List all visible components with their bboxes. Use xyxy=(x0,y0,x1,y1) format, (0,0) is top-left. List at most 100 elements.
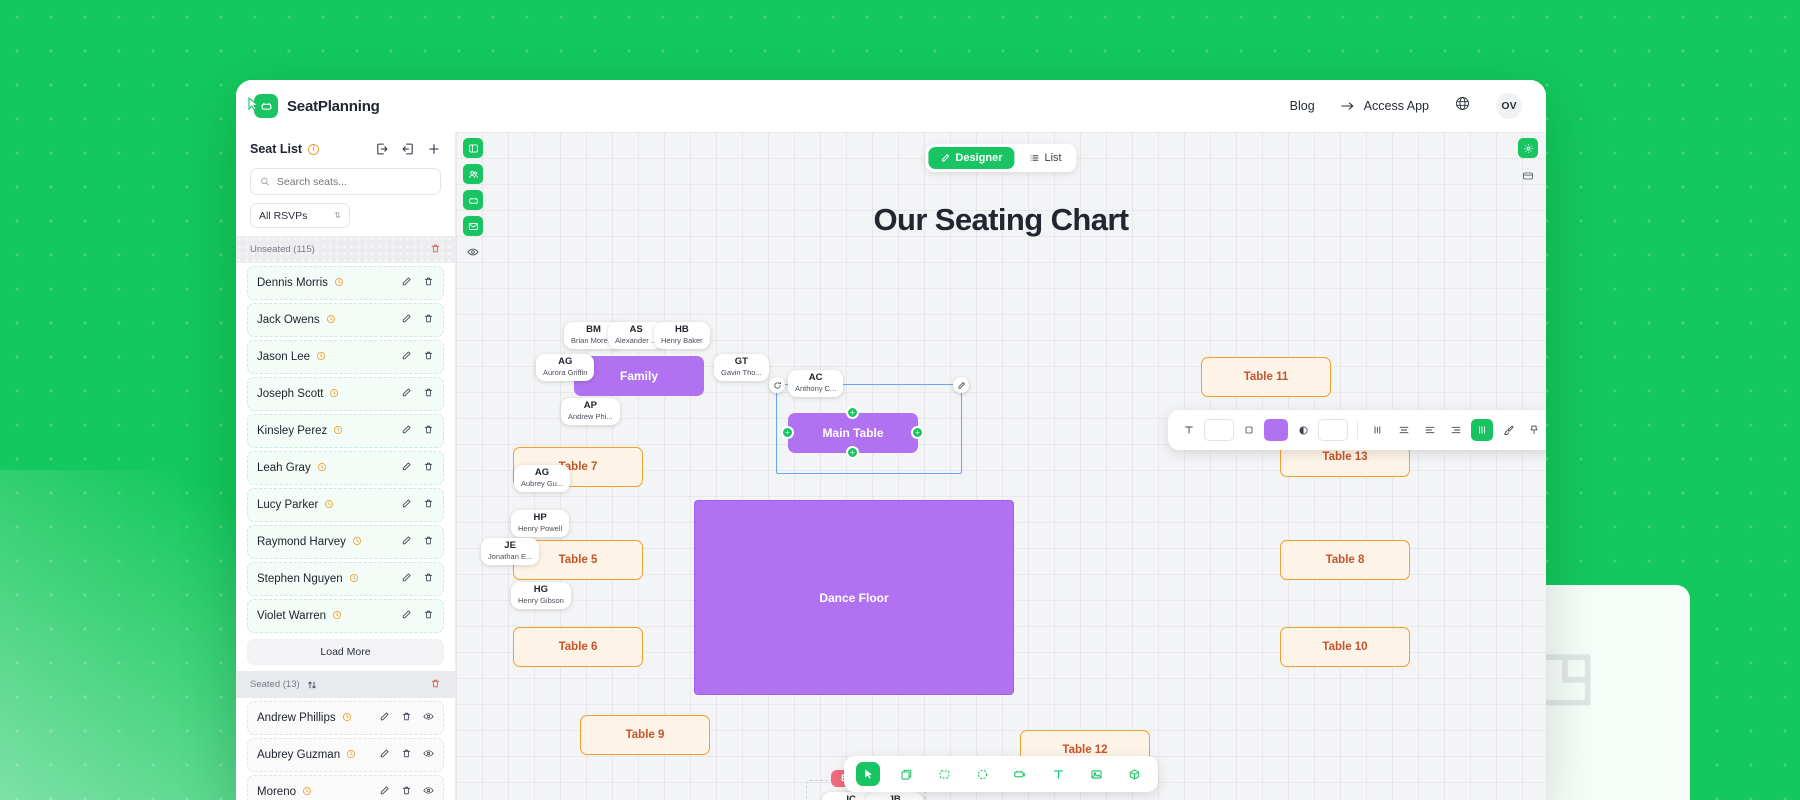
pencil-icon[interactable] xyxy=(401,607,412,625)
align-center-icon[interactable] xyxy=(1419,419,1441,441)
pencil-icon[interactable] xyxy=(401,422,412,440)
list-item[interactable]: Kinsley Perez xyxy=(247,414,444,448)
square-icon[interactable] xyxy=(1238,419,1260,441)
nav-blog-link[interactable]: Blog xyxy=(1289,99,1315,113)
export-icon[interactable] xyxy=(401,142,415,156)
edit-handle[interactable] xyxy=(953,377,969,393)
trash-icon[interactable] xyxy=(423,570,434,588)
image-icon[interactable] xyxy=(1084,762,1108,786)
canvas-table[interactable]: Table 8 xyxy=(1280,540,1410,580)
text-icon[interactable] xyxy=(1046,762,1070,786)
canvas-shape-dance-floor[interactable]: Dance Floor xyxy=(694,500,1014,695)
list-item[interactable]: Raymond Harvey xyxy=(247,525,444,559)
panel-toggle-icon[interactable] xyxy=(463,138,483,158)
tab-list[interactable]: List xyxy=(1017,147,1073,169)
pencil-icon[interactable] xyxy=(401,311,412,329)
sort-icon[interactable] xyxy=(307,680,317,690)
distribute-icon[interactable] xyxy=(1367,419,1389,441)
pencil-icon[interactable] xyxy=(401,385,412,403)
guest-chip[interactable]: AG Aubrey Gu... xyxy=(514,465,571,492)
avatar[interactable]: OV xyxy=(1496,93,1522,119)
canvas-table[interactable]: Table 9 xyxy=(580,715,710,755)
trash-icon[interactable] xyxy=(423,274,434,292)
list-item[interactable]: Jason Lee xyxy=(247,340,444,374)
list-item[interactable]: Violet Warren xyxy=(247,599,444,633)
guest-chip[interactable]: JB Justin Bryant xyxy=(866,792,924,800)
brand[interactable]: SeatPlanning xyxy=(248,94,380,118)
seats-icon[interactable] xyxy=(463,190,483,210)
trash-icon[interactable] xyxy=(430,243,441,257)
pencil-icon[interactable] xyxy=(379,709,390,727)
brush-icon[interactable] xyxy=(1497,419,1519,441)
opacity-value-field[interactable] xyxy=(1318,419,1348,441)
globe-icon[interactable] xyxy=(1455,96,1470,116)
list-item[interactable]: Leah Gray xyxy=(247,451,444,485)
text-format-icon[interactable] xyxy=(1178,419,1200,441)
pencil-icon[interactable] xyxy=(401,496,412,514)
opacity-icon[interactable] xyxy=(1292,419,1314,441)
import-icon[interactable] xyxy=(375,142,389,156)
seat-handle-top[interactable]: + xyxy=(846,406,859,419)
canvas-table[interactable]: Table 10 xyxy=(1280,627,1410,667)
guest-chip[interactable]: AG Aurora Griffin xyxy=(536,354,595,381)
list-item[interactable]: Moreno xyxy=(247,775,444,800)
rsvp-filter-select[interactable]: All RSVPs ⇅ xyxy=(250,203,350,228)
invitations-icon[interactable] xyxy=(463,216,483,236)
plus-icon[interactable] xyxy=(427,142,441,156)
settings-icon[interactable] xyxy=(1518,138,1538,158)
canvas-shape-family[interactable]: Family xyxy=(574,356,704,396)
guest-chip[interactable]: HP Henry Powell xyxy=(511,510,570,537)
trash-icon[interactable] xyxy=(423,459,434,477)
align-right-icon[interactable] xyxy=(1445,419,1467,441)
round-table-icon[interactable] xyxy=(970,762,994,786)
guests-icon[interactable] xyxy=(463,164,483,184)
eye-icon[interactable] xyxy=(423,709,434,727)
eye-icon[interactable] xyxy=(423,783,434,800)
trash-icon[interactable] xyxy=(423,496,434,514)
font-value-field[interactable] xyxy=(1204,419,1234,441)
guest-chip[interactable]: JE Jonathan E... xyxy=(481,538,540,565)
seat-handle-right[interactable]: + xyxy=(911,426,924,439)
selection-frame[interactable] xyxy=(776,384,962,474)
trash-icon[interactable] xyxy=(423,348,434,366)
seat-handle-left[interactable]: + xyxy=(781,426,794,439)
guest-chip[interactable]: GT Gavin Tho... xyxy=(714,354,769,381)
fill-color-swatch[interactable] xyxy=(1264,419,1288,441)
guest-chip[interactable]: AP Andrew Phi... xyxy=(561,398,620,425)
load-more-button[interactable]: Load More xyxy=(247,639,444,665)
trash-icon[interactable] xyxy=(401,709,412,727)
trash-icon[interactable] xyxy=(423,607,434,625)
trash-icon[interactable] xyxy=(423,422,434,440)
canvas-table[interactable]: Table 6 xyxy=(513,627,643,667)
trash-icon[interactable] xyxy=(401,746,412,764)
add-shape-icon[interactable] xyxy=(894,762,918,786)
pencil-icon[interactable] xyxy=(379,746,390,764)
pin-icon[interactable] xyxy=(1523,419,1545,441)
eye-icon[interactable] xyxy=(423,746,434,764)
pencil-icon[interactable] xyxy=(401,274,412,292)
nav-access-app[interactable]: Access App xyxy=(1341,99,1429,113)
tab-designer[interactable]: Designer xyxy=(928,147,1015,169)
trash-icon[interactable] xyxy=(401,783,412,800)
list-item[interactable]: Joseph Scott xyxy=(247,377,444,411)
trash-icon[interactable] xyxy=(423,533,434,551)
pencil-icon[interactable] xyxy=(401,459,412,477)
object-icon[interactable] xyxy=(1122,762,1146,786)
search-input[interactable] xyxy=(276,175,431,188)
canvas-table[interactable]: Table 11 xyxy=(1201,357,1331,397)
seat-icon[interactable] xyxy=(1008,762,1032,786)
rotate-handle[interactable] xyxy=(769,377,785,393)
pencil-icon[interactable] xyxy=(401,348,412,366)
trash-icon[interactable] xyxy=(423,385,434,403)
align-left-icon[interactable] xyxy=(1393,419,1415,441)
list-item[interactable]: Stephen Nguyen xyxy=(247,562,444,596)
seat-handle-bottom[interactable]: + xyxy=(846,446,859,459)
info-icon[interactable]: i xyxy=(308,143,320,155)
list-item[interactable]: Andrew Phillips xyxy=(247,701,444,735)
search-box[interactable] xyxy=(250,168,441,195)
guest-chip[interactable]: HG Henry Gibson xyxy=(511,582,571,609)
rect-table-icon[interactable] xyxy=(932,762,956,786)
guest-chip[interactable]: IC Isla Crawford xyxy=(822,792,881,800)
list-item[interactable]: Lucy Parker xyxy=(247,488,444,522)
guest-chip[interactable]: AC Anthony C... xyxy=(788,370,844,397)
